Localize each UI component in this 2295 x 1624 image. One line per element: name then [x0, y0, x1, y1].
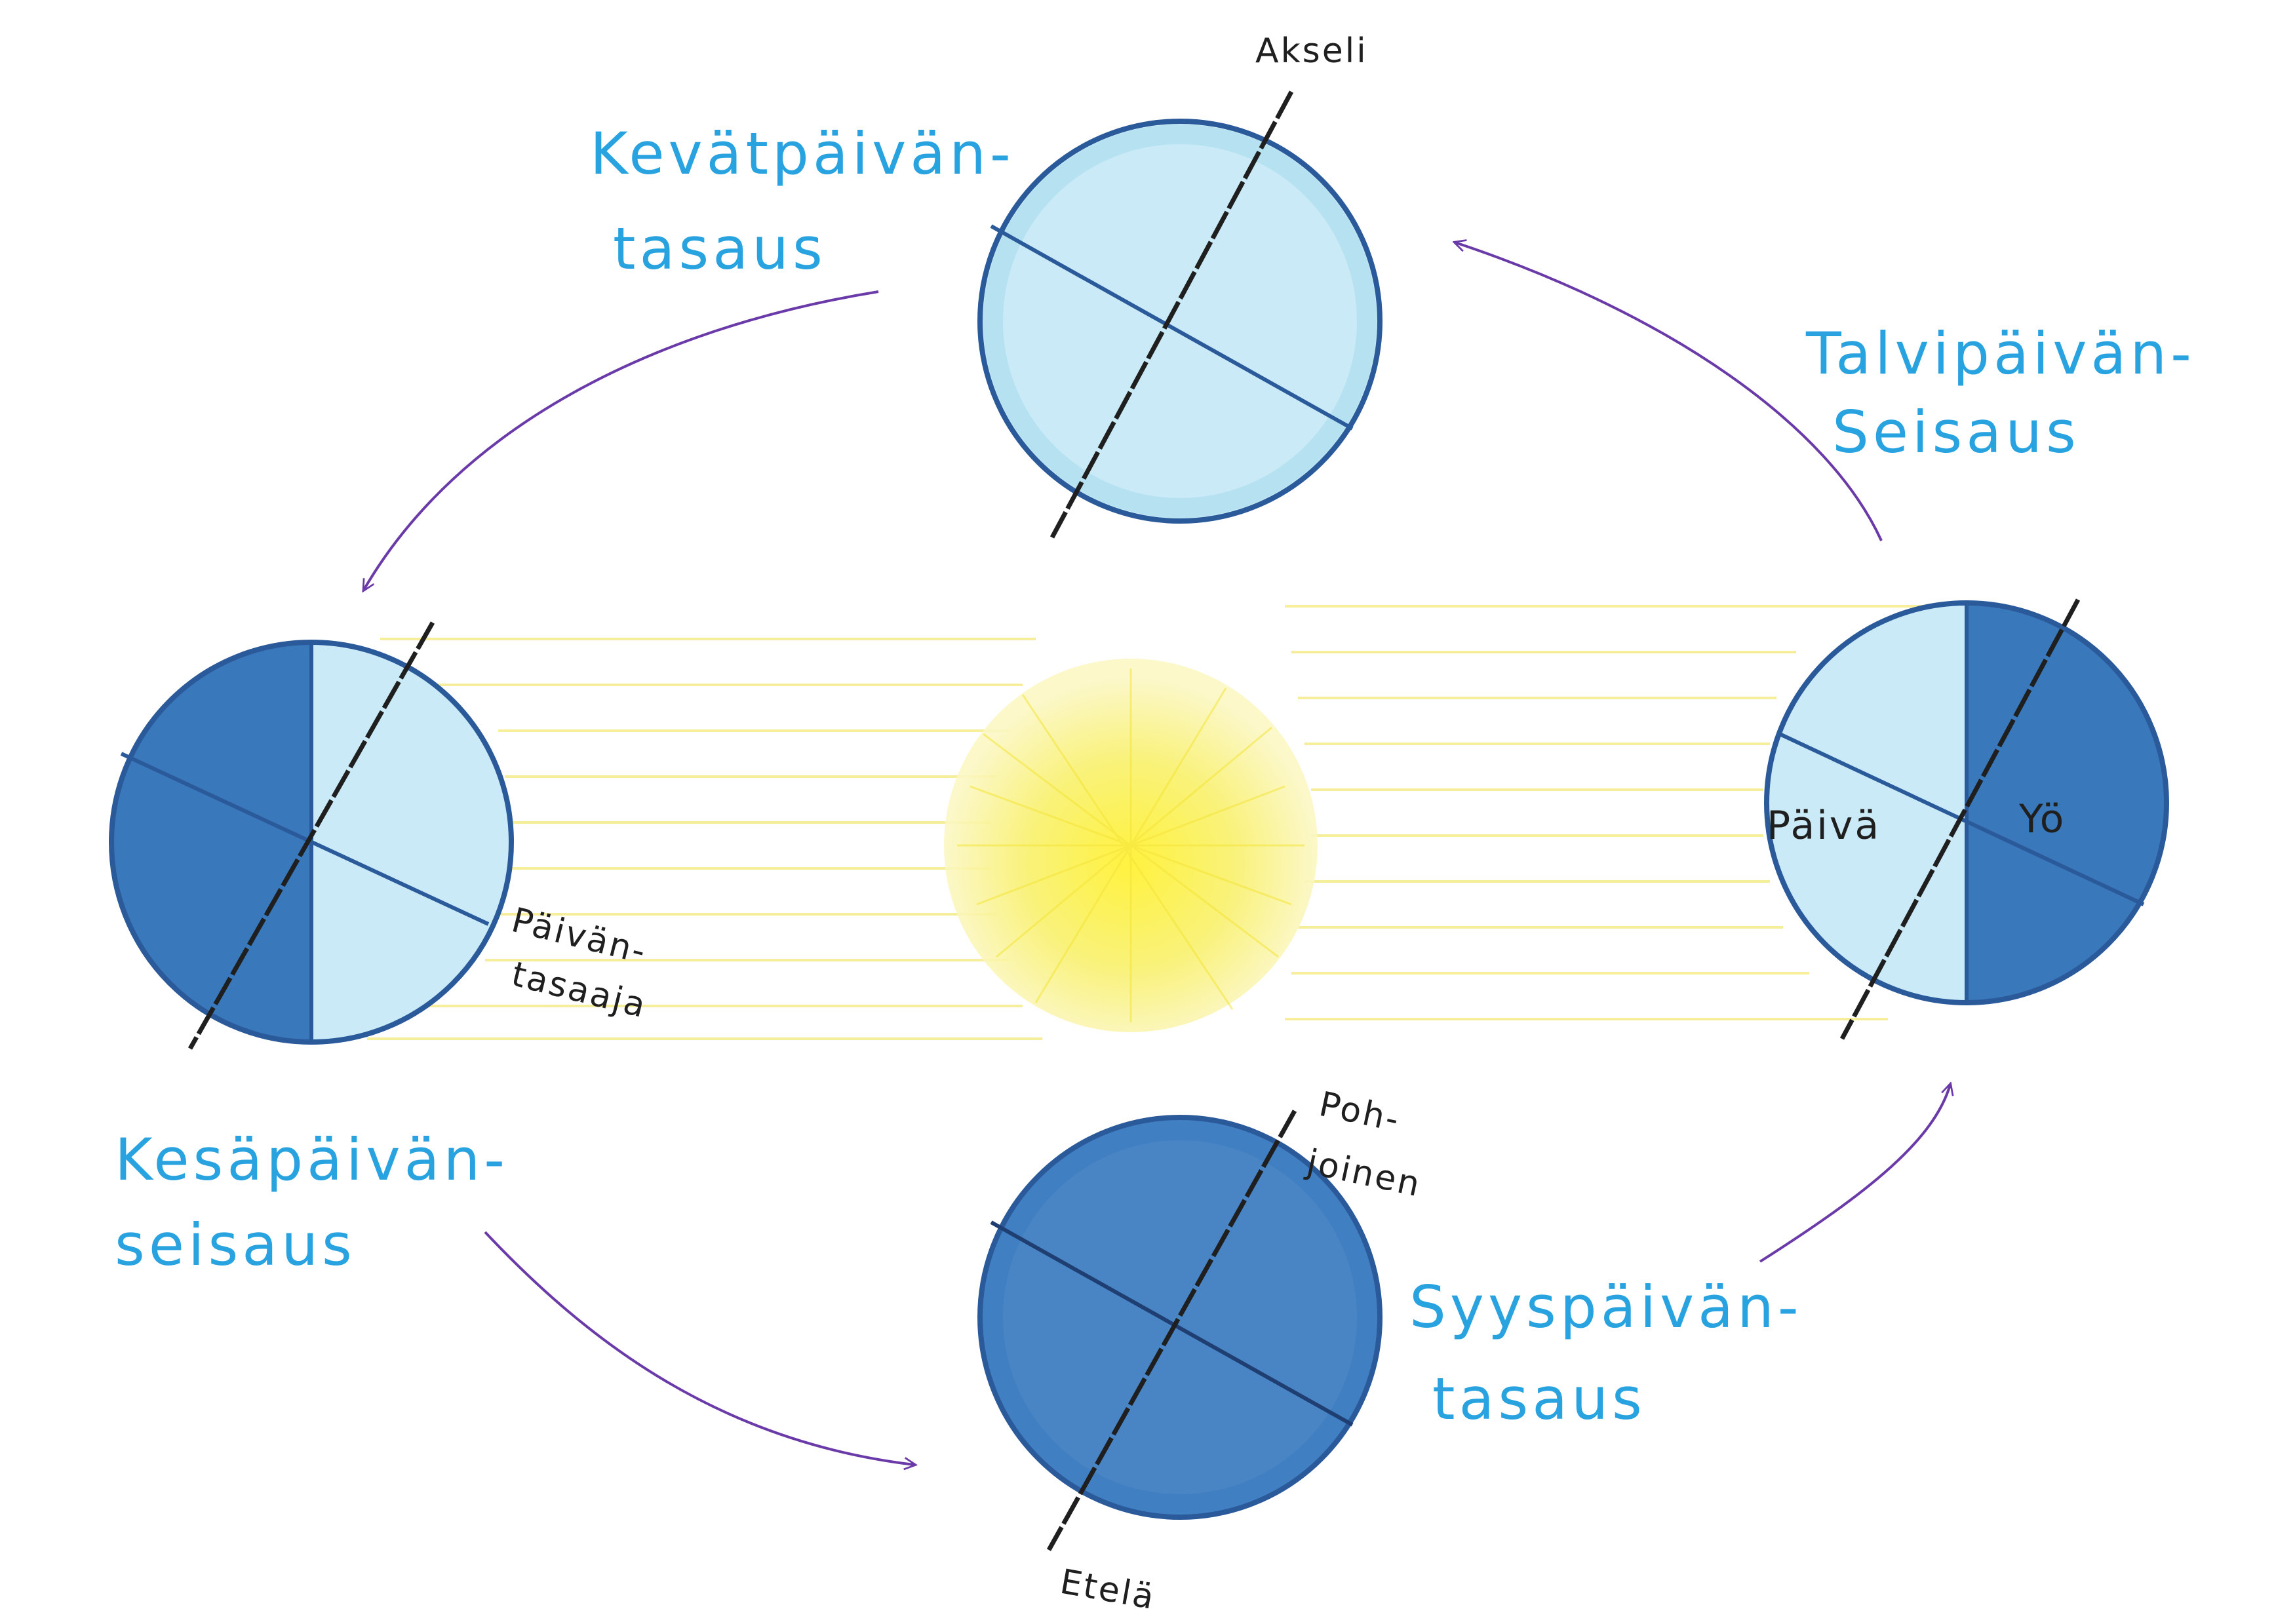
label-autumn: Syyspäivän- tasaus: [1409, 1273, 1803, 1433]
globe-autumn: [977, 1110, 1383, 1551]
sun-rays: [367, 605, 1940, 1040]
axis-line: [1839, 598, 2081, 1040]
label-autumn-line1: Syyspäivän-: [1409, 1273, 1803, 1341]
axis-line: [1049, 90, 1294, 539]
label-south: Etelä: [1057, 1562, 1159, 1618]
label-spring: Kevätpäivän- tasaus: [590, 120, 1015, 282]
label-night: Yö: [2018, 796, 2066, 842]
globe-spring: [977, 90, 1383, 539]
label-spring-line1: Kevätpäivän-: [590, 120, 1015, 187]
equator-line: [990, 1220, 1354, 1427]
equator-line: [120, 752, 490, 926]
label-day: Päivä: [1767, 803, 1881, 849]
arrow-winter-to-spring: [1455, 242, 1883, 541]
label-summer-line1: Kesäpäivän-: [115, 1126, 509, 1193]
equator-line: [990, 224, 1354, 431]
arrow-summer-to-autumn: [484, 1231, 914, 1465]
arrow-spring-to-summer: [364, 290, 879, 590]
arrow-autumn-to-winter: [1759, 1085, 1950, 1263]
orbit-arrows: [364, 242, 1950, 1465]
label-summer-line2: seisaus: [115, 1211, 356, 1279]
label-winter-line2: Seisaus: [1832, 398, 2080, 466]
label-summer: Kesäpäivän- seisaus: [115, 1126, 509, 1279]
label-winter: Talvipäivän- Seisaus: [1805, 320, 2195, 466]
axis-line: [187, 621, 435, 1050]
label-winter-line1: Talvipäivän-: [1805, 320, 2195, 387]
label-axis: Akseli: [1255, 31, 1368, 71]
axis-line: [1046, 1110, 1297, 1551]
globe-summer: [109, 621, 514, 1050]
label-autumn-line2: tasaus: [1432, 1365, 1646, 1433]
label-north-line1: Poh-: [1316, 1085, 1404, 1140]
label-spring-line2: tasaus: [613, 215, 827, 282]
sun: [944, 659, 1318, 1032]
